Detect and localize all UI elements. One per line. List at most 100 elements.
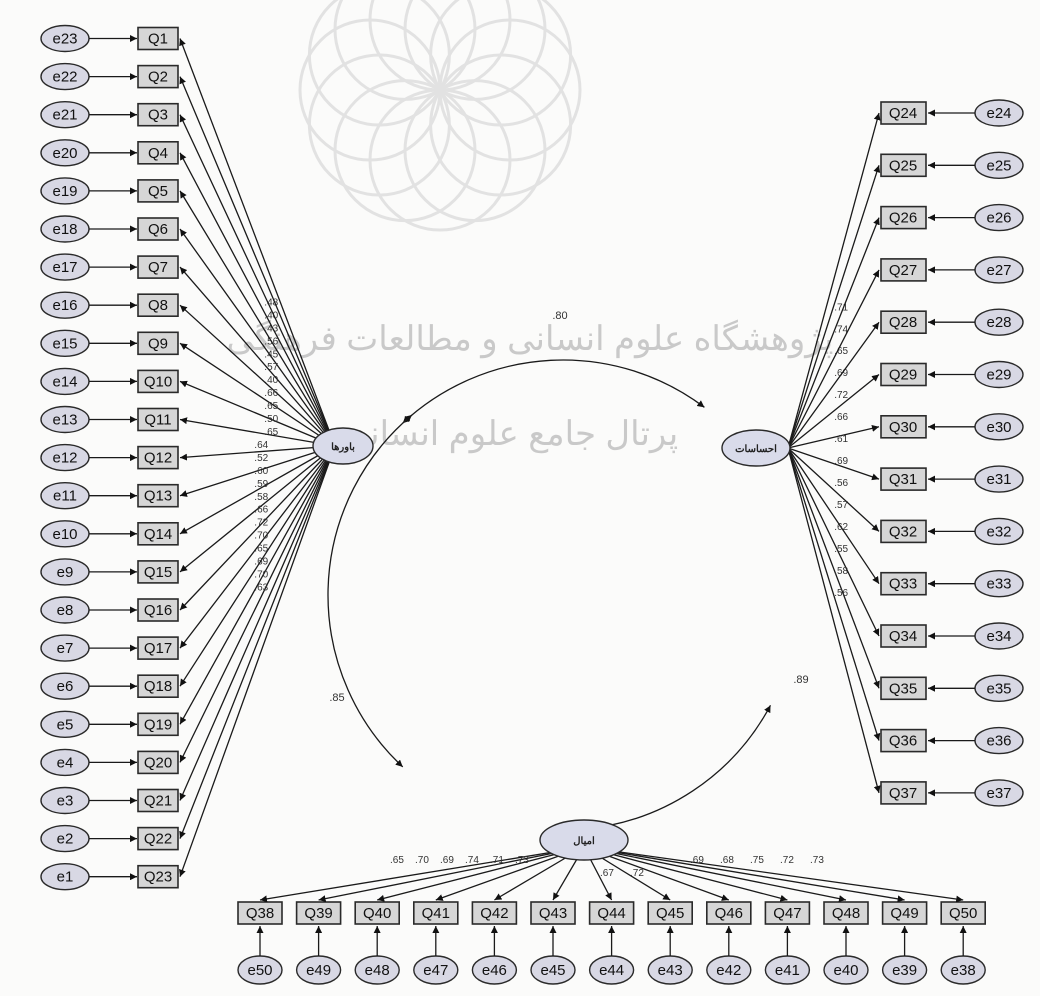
error-term-label: e8	[57, 602, 74, 619]
error-term-label: e26	[986, 210, 1011, 227]
error-term-label: e5	[57, 716, 74, 733]
observed-label: Q33	[889, 576, 917, 593]
error-term-label: e10	[52, 526, 77, 543]
observed-label: Q6	[148, 221, 168, 238]
observed-label: Q13	[144, 488, 172, 505]
loading-label: .71	[490, 855, 504, 866]
loading-label: .58	[834, 566, 848, 577]
loading-path	[180, 115, 335, 446]
error-term-label: e46	[482, 962, 507, 979]
error-term-label: e29	[986, 367, 1011, 384]
indicator-Q11: e13Q11.65	[41, 407, 335, 447]
observed-label: Q20	[144, 754, 172, 771]
error-term-label: e40	[833, 962, 858, 979]
error-term-label: e42	[716, 962, 741, 979]
error-term-label: e9	[57, 564, 74, 581]
loading-path	[180, 191, 335, 446]
error-term-label: e22	[52, 69, 77, 86]
observed-label: Q37	[889, 785, 917, 802]
observed-label: Q30	[889, 419, 917, 436]
observed-label: Q21	[144, 793, 172, 810]
error-term-label: e14	[52, 373, 77, 390]
error-term-label: e39	[892, 962, 917, 979]
error-term-label: e50	[247, 962, 272, 979]
error-term-label: e28	[986, 314, 1011, 331]
loading-label: .55	[834, 544, 848, 555]
covariance-arc-right-bottom	[583, 705, 770, 829]
loading-label: .65	[254, 544, 268, 555]
observed-label: Q42	[480, 905, 508, 922]
error-term-label: e13	[52, 412, 77, 429]
observed-label: Q50	[949, 905, 977, 922]
error-term-label: e4	[57, 754, 74, 771]
observed-label: Q3	[148, 107, 168, 124]
loading-label: .58	[254, 492, 268, 503]
observed-label: Q10	[144, 373, 172, 390]
latent-right-label: احساسات	[735, 444, 777, 455]
observed-label: Q4	[148, 145, 168, 162]
latent-left: باورها	[313, 428, 373, 464]
error-term-label: e23	[52, 31, 77, 48]
error-term-label: e20	[52, 145, 77, 162]
loading-label: .59	[254, 479, 268, 490]
error-term-label: e18	[52, 221, 77, 238]
bottom-indicator-group: Q38e50.65Q39e49.70Q40e48.69Q41e47.74Q42e…	[238, 847, 985, 984]
latent-left-label: باورها	[331, 442, 355, 453]
observed-label: Q43	[539, 905, 567, 922]
error-term-label: e45	[540, 962, 565, 979]
error-term-label: e21	[52, 107, 77, 124]
error-term-label: e27	[986, 262, 1011, 279]
error-term-label: e7	[57, 640, 74, 657]
loading-label: .72	[630, 868, 644, 879]
covariance-arc-left-right	[403, 360, 705, 423]
error-term-label: e24	[986, 105, 1011, 122]
observed-label: Q2	[148, 69, 168, 86]
indicator-Q25: Q25e25.74	[788, 152, 1023, 448]
error-term-label: e41	[775, 962, 800, 979]
error-term-label: e1	[57, 869, 74, 886]
observed-label: Q36	[889, 733, 917, 750]
error-term-label: e19	[52, 183, 77, 200]
loading-label: .70	[254, 569, 268, 580]
observed-label: Q27	[889, 262, 917, 279]
observed-label: Q46	[715, 905, 743, 922]
covariance-right-bottom: .89	[793, 674, 808, 686]
observed-label: Q22	[144, 831, 172, 848]
observed-label: Q5	[148, 183, 168, 200]
observed-label: Q24	[889, 105, 917, 122]
loading-label: .57	[834, 500, 848, 511]
loading-path	[584, 847, 846, 900]
observed-label: Q18	[144, 678, 172, 695]
covariance-left-bottom: .85	[329, 692, 344, 704]
loading-path	[788, 448, 879, 636]
loading-path	[180, 343, 335, 446]
loading-label: .63	[254, 582, 268, 593]
observed-label: Q29	[889, 367, 917, 384]
loading-label: .65	[264, 401, 278, 412]
loading-label: .52	[254, 453, 268, 464]
observed-label: Q7	[148, 259, 168, 276]
error-term-label: e36	[986, 733, 1011, 750]
error-term-label: e2	[57, 831, 74, 848]
watermark-line2: پرتال جامع علوم انسانی	[342, 415, 678, 454]
loading-label: .64	[254, 440, 268, 451]
observed-label: Q15	[144, 564, 172, 581]
observed-label: Q26	[889, 210, 917, 227]
observed-label: Q28	[889, 314, 917, 331]
error-term-label: e33	[986, 576, 1011, 593]
loading-label: .73	[515, 855, 529, 866]
error-term-label: e37	[986, 785, 1011, 802]
observed-label: Q25	[889, 157, 917, 174]
latent-bottom: امیال	[540, 820, 628, 860]
error-term-label: e35	[986, 680, 1011, 697]
error-term-label: e6	[57, 678, 74, 695]
loading-label: .56	[834, 478, 848, 489]
loading-path	[180, 39, 335, 447]
observed-label: Q40	[363, 905, 391, 922]
error-term-label: e11	[53, 488, 77, 505]
observed-label: Q34	[889, 628, 917, 645]
loading-label: .66	[254, 505, 268, 516]
error-term-label: e38	[951, 962, 976, 979]
watermark-logo	[300, 0, 580, 230]
